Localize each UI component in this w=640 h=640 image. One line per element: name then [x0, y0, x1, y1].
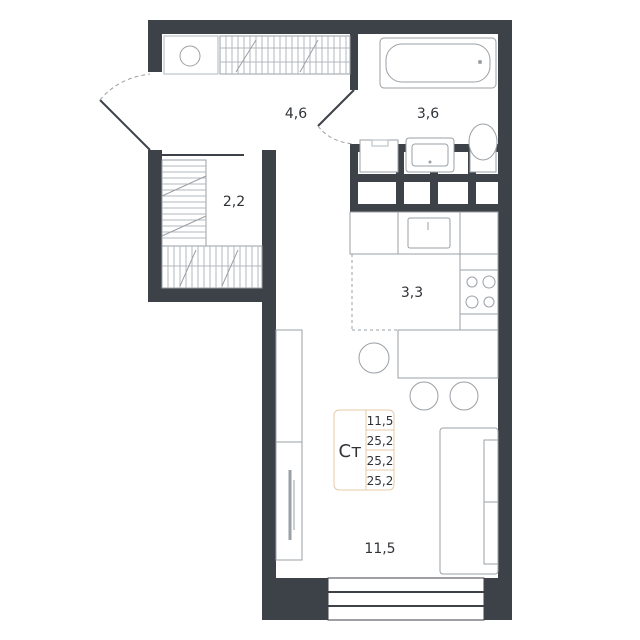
toilet-icon	[468, 123, 498, 173]
wall-closet-left	[148, 150, 162, 302]
window	[327, 577, 485, 621]
bathtub-icon	[379, 37, 497, 89]
coat-hanger-icon	[179, 45, 201, 67]
living-room: 11,5	[275, 329, 499, 575]
bathroom-door[interactable]	[317, 89, 355, 145]
badge-value-total-2: 25,2	[367, 454, 394, 468]
kitchen-sink-icon	[397, 211, 461, 255]
stool-icon	[449, 381, 479, 411]
round-table-icon	[358, 342, 390, 374]
wall-right	[498, 20, 512, 620]
wardrobe-icon	[219, 35, 351, 75]
wall-room-left	[262, 150, 276, 620]
area-badge: Ст 11,5 25,2 25,2 25,2	[333, 409, 395, 491]
closet-area-label: 2,2	[223, 194, 245, 210]
stool-icon	[409, 381, 439, 411]
closet-wardrobe-icon	[161, 245, 263, 289]
wall-bath-post-3	[430, 152, 438, 208]
bathroom: 3,6	[359, 37, 498, 173]
shelving-icon	[161, 159, 207, 247]
wall-closet-bottom	[148, 288, 276, 302]
wall-bath-post-4	[468, 152, 476, 208]
wall-bath-left	[350, 34, 358, 90]
wall-bath-bottom-3	[350, 204, 498, 212]
sink-icon	[405, 137, 455, 173]
kitchen: 3,3	[349, 211, 499, 331]
badge-value-living: 11,5	[367, 414, 394, 428]
bar-counter	[397, 329, 499, 379]
hallway: 4,6	[163, 35, 351, 122]
wall-top	[148, 20, 512, 34]
living-area-label: 11,5	[364, 541, 395, 557]
wall-bath-bottom-2	[350, 174, 498, 182]
hallway-area-label: 4,6	[285, 106, 307, 122]
kitchen-area-label: 3,3	[401, 285, 423, 301]
stove-icon	[459, 269, 499, 315]
badge-value-total: 25,2	[367, 434, 394, 448]
apartment-type-label: Ст	[338, 441, 361, 462]
wall-bath-post-1	[350, 144, 358, 212]
entrance-door[interactable]	[99, 73, 151, 151]
wall-bath-post-2	[396, 152, 404, 208]
badge-value-total-3: 25,2	[367, 474, 394, 488]
sofa-icon	[439, 427, 499, 575]
bathroom-area-label: 3,6	[417, 106, 439, 122]
closet: 2,2	[161, 159, 263, 289]
wall-bottom-right	[484, 578, 512, 620]
wall-bottom-left	[262, 578, 328, 620]
wall-left-upper	[148, 20, 162, 72]
walls	[148, 20, 512, 620]
washing-machine-icon	[359, 139, 399, 173]
